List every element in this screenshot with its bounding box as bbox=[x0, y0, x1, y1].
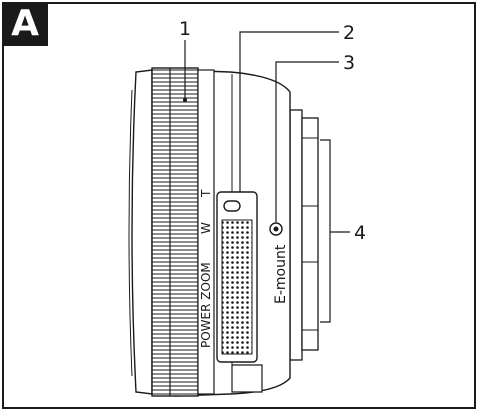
e-mount-label: E-mount bbox=[273, 244, 289, 304]
leader-dot-1 bbox=[183, 98, 187, 102]
mounting-index bbox=[269, 222, 283, 236]
figure-frame bbox=[2, 2, 476, 409]
leader-line-2 bbox=[239, 31, 339, 192]
zoom-focus-ring bbox=[151, 67, 215, 397]
bracket-4 bbox=[320, 139, 331, 323]
callout-4: 4 bbox=[354, 222, 366, 244]
leader-lines bbox=[183, 31, 350, 323]
callout-2: 2 bbox=[343, 22, 355, 44]
power-zoom-lever bbox=[216, 191, 258, 363]
callout-1: 1 bbox=[179, 18, 191, 40]
power-zoom-label: POWER ZOOM bbox=[199, 262, 213, 348]
leader-line-3 bbox=[275, 61, 339, 222]
wide-label: W bbox=[199, 222, 213, 234]
tele-label: T bbox=[199, 189, 213, 198]
panel-label: A bbox=[2, 2, 48, 46]
lens-mount bbox=[289, 109, 319, 361]
callout-3: 3 bbox=[343, 52, 355, 74]
front-ring bbox=[128, 69, 153, 395]
